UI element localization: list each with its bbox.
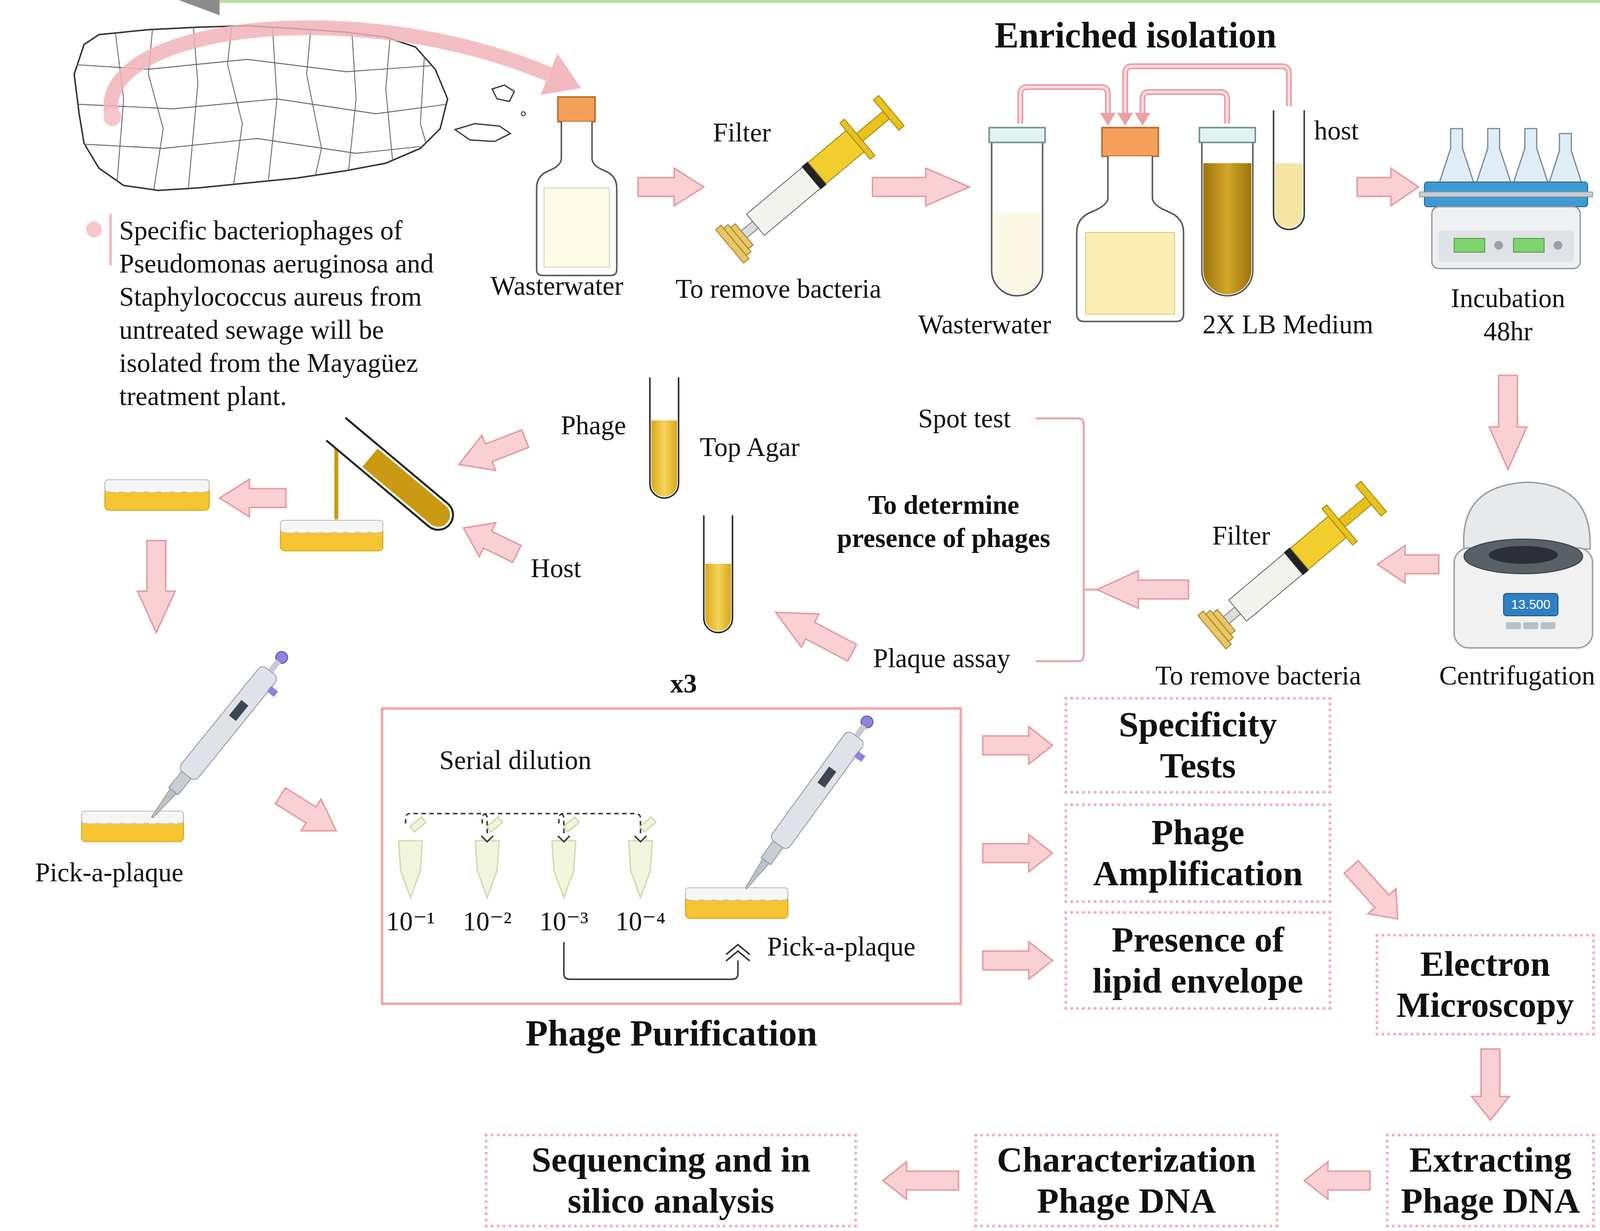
box-title: Phage Purification	[383, 1011, 960, 1056]
process-box: Sequencing and in silico analysis	[484, 1133, 858, 1228]
centrifuge	[1454, 482, 1593, 648]
block-arrow	[1471, 1049, 1510, 1121]
label-text: Wasterwater	[905, 308, 1064, 342]
process-box: Specificity Tests	[1064, 696, 1332, 794]
label-text: Serial dilution	[416, 743, 615, 778]
top-agar-tube	[649, 377, 679, 499]
syringe-filter	[1196, 478, 1389, 651]
box-content: Specificity Tests	[1079, 704, 1317, 787]
label-text: Top Agar	[699, 430, 849, 464]
sample-bottle	[536, 96, 617, 276]
process-box: Presence of lipid envelope	[1064, 911, 1332, 1010]
label-text: 10⁻³	[529, 905, 599, 939]
mixing-arrows	[1020, 66, 1289, 126]
block-arrow	[982, 726, 1053, 765]
box-title: Characterization Phage DNA	[989, 1139, 1264, 1222]
box-title: Extracting Phage DNA	[1395, 1139, 1586, 1222]
box-title: Sequencing and in silico analysis	[499, 1139, 843, 1222]
media-bottle	[1076, 127, 1184, 322]
label-text: Centrifugation	[1397, 659, 1596, 693]
box-content: Characterization Phage DNA	[989, 1139, 1264, 1222]
lb-tube	[1199, 127, 1256, 296]
label-text: Incubation 48hr	[1433, 281, 1583, 349]
corner-mark	[178, 0, 220, 16]
process-box: Extracting Phage DNA	[1385, 1133, 1596, 1228]
assay-tube	[703, 515, 733, 633]
box-content: Sequencing and in silico analysis	[499, 1139, 843, 1222]
dilution-tubes	[398, 817, 656, 898]
petri-plate	[81, 811, 184, 842]
label-text: Host	[516, 551, 596, 586]
host-tube	[1273, 110, 1305, 230]
bullet-bar	[109, 214, 112, 266]
label-text: 10⁻²	[452, 905, 522, 939]
label-text: 10⁻¹	[375, 905, 446, 939]
box-content: Phage Amplification	[1079, 812, 1317, 895]
bullet-dot	[86, 221, 102, 238]
petri-plate	[685, 887, 788, 919]
process-box: Electron Microscopy	[1375, 933, 1596, 1036]
label-text: x3	[658, 667, 709, 701]
label-text: Filter	[692, 116, 792, 150]
block-arrow	[1304, 1161, 1371, 1200]
pouring-tube	[326, 417, 459, 537]
label-text: Plaque assay	[857, 641, 1026, 676]
label-text: Pick-a-plaque	[20, 856, 199, 890]
box-title: Electron Microscopy	[1390, 943, 1581, 1026]
block-arrow	[1344, 860, 1398, 919]
label-text: To remove bacteria	[1129, 659, 1387, 693]
block-arrow	[982, 941, 1053, 980]
pipette	[737, 710, 886, 900]
box-content: Electron Microscopy	[1390, 943, 1581, 1026]
label-text: Enriched isolation	[937, 13, 1334, 59]
label-text: Phage	[544, 409, 643, 443]
label-text: Pick-a-plaque	[767, 930, 946, 964]
shaker-incubator	[1419, 128, 1593, 269]
label-text: 10⁻⁴	[605, 905, 676, 939]
block-arrow	[882, 1161, 959, 1200]
pick-bracket	[563, 942, 750, 980]
dilution-transfers	[405, 813, 647, 842]
box-content: Presence of lipid envelope	[1079, 919, 1317, 1002]
box-content: Extracting Phage DNA	[1395, 1139, 1586, 1222]
process-box: Characterization Phage DNA	[974, 1133, 1279, 1228]
top-band	[219, 0, 1600, 3]
origin-arrow	[110, 27, 549, 118]
box-title: Phage Amplification	[1079, 812, 1317, 895]
petri-plate	[104, 479, 210, 511]
label-text: To remove bacteria	[649, 272, 908, 306]
label-text: Spot test	[890, 402, 1039, 436]
site-dot	[103, 108, 122, 127]
box-title: Specificity Tests	[1079, 704, 1317, 787]
label-text: To determine presence of phages	[824, 488, 1063, 555]
origin-arrowhead	[540, 53, 582, 95]
label-text: 13.500	[1503, 597, 1558, 612]
wastewater-tube	[989, 127, 1046, 296]
label-text: host	[1314, 114, 1414, 148]
label-text: Wasterwater	[457, 269, 656, 303]
box-title: Presence of lipid envelope	[1079, 919, 1317, 1002]
label-text: Filter	[1212, 519, 1312, 553]
petri-plate	[280, 520, 383, 551]
block-arrow	[982, 834, 1053, 872]
process-box: Phage Amplification	[1064, 803, 1332, 904]
label-text: Specific bacteriophages of Pseudomonas a…	[119, 214, 466, 413]
label-text: 2X LB Medium	[1188, 308, 1387, 342]
